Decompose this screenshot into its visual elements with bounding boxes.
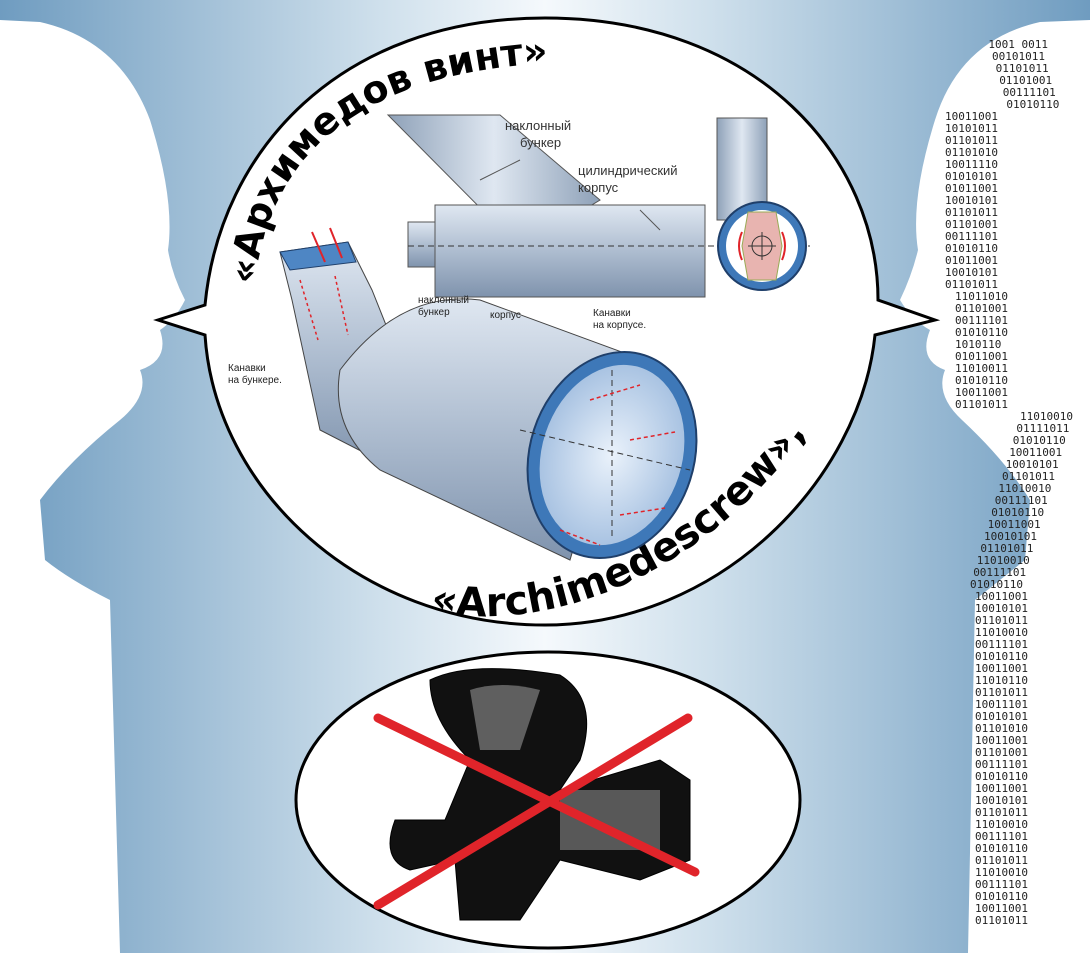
binary-row: 11010010 <box>975 818 1028 831</box>
binary-row: 00111101 <box>995 494 1048 507</box>
binary-row: 01011001 <box>945 182 998 195</box>
binary-row: 10011101 <box>975 698 1028 711</box>
body-tube-3d <box>337 298 698 561</box>
binary-row: 1001 0011 <box>988 38 1048 51</box>
binary-row: 01010110 <box>991 506 1044 519</box>
binary-row: 10011001 <box>945 110 998 123</box>
binary-row: 01101001 <box>945 218 998 231</box>
binary-row: 01101001 <box>999 74 1052 87</box>
binary-row: 01101011 <box>975 686 1028 699</box>
binary-row: 01101011 <box>996 62 1049 75</box>
binary-row: 01010110 <box>955 374 1008 387</box>
binary-row: 10011001 <box>975 734 1028 747</box>
binary-row: 01101011 <box>975 914 1028 927</box>
label-cylindrical-body-line1: цилиндрический <box>578 163 678 178</box>
binary-row: 11010010 <box>1020 410 1073 423</box>
binary-row: 00111101 <box>975 638 1028 651</box>
binary-row: 01101011 <box>945 278 998 291</box>
binary-row: 01101011 <box>945 206 998 219</box>
label-grooves-body-line2: на корпусе. <box>593 320 646 331</box>
binary-row: 01101011 <box>975 614 1028 627</box>
binary-row: 01101011 <box>975 854 1028 867</box>
binary-row: 1010110 <box>955 338 1001 351</box>
binary-row: 01010110 <box>945 242 998 255</box>
binary-row: 01010110 <box>970 578 1023 591</box>
binary-row: 10011110 <box>945 158 998 171</box>
binary-row: 11010010 <box>975 866 1028 879</box>
binary-row: 01011001 <box>945 254 998 267</box>
binary-row: 01011001 <box>955 350 1008 363</box>
binary-row: 01010110 <box>955 326 1008 339</box>
binary-row: 01101011 <box>1002 470 1055 483</box>
label-inclined-hopper-mid-line1: наклонный <box>418 295 469 306</box>
binary-row: 10011001 <box>975 590 1028 603</box>
binary-row: 01101011 <box>945 134 998 147</box>
label-grooves-hopper-line1: Канавки <box>228 363 266 374</box>
binary-row: 01010110 <box>975 770 1028 783</box>
left-face-silhouette <box>0 20 185 953</box>
binary-row: 10010101 <box>975 602 1028 615</box>
binary-row: 10011001 <box>975 902 1028 915</box>
binary-row: 01111011 <box>1016 422 1069 435</box>
binary-row: 00111101 <box>975 758 1028 771</box>
binary-row: 01010101 <box>945 170 998 183</box>
binary-row: 00111101 <box>975 830 1028 843</box>
label-grooves-hopper-line2: на бункере. <box>228 374 282 386</box>
binary-row: 01101011 <box>975 806 1028 819</box>
label-inclined-hopper-mid-line2: бункер <box>418 306 450 318</box>
binary-row: 00111101 <box>973 566 1026 579</box>
binary-row: 01010110 <box>1006 98 1059 111</box>
binary-code-pattern: 1001 00110010101101101011011010010011110… <box>945 38 1073 927</box>
binary-row: 01010101 <box>975 710 1028 723</box>
binary-row: 11010010 <box>975 626 1028 639</box>
binary-row: 01010110 <box>975 842 1028 855</box>
label-inclined-hopper-line1: наклонный <box>505 118 571 133</box>
binary-row: 01010110 <box>975 650 1028 663</box>
binary-row: 01101001 <box>975 746 1028 759</box>
right-face-silhouette <box>900 20 1090 953</box>
label-body: корпус <box>490 310 521 321</box>
binary-row: 01010110 <box>975 890 1028 903</box>
cross-section-view <box>717 201 807 291</box>
binary-row: 00101011 <box>992 50 1045 63</box>
binary-row: 10011001 <box>988 518 1041 531</box>
binary-row: 10010101 <box>1006 458 1059 471</box>
binary-row: 01101010 <box>945 146 998 159</box>
binary-row: 10010101 <box>945 266 998 279</box>
binary-row: 00111101 <box>945 230 998 243</box>
binary-row: 10011001 <box>975 782 1028 795</box>
binary-row: 10101011 <box>945 122 998 135</box>
label-cylindrical-body-line2: корпус <box>578 180 619 195</box>
binary-row: 01101010 <box>975 722 1028 735</box>
binary-row: 10011001 <box>1009 446 1062 459</box>
binary-row: 11011010 <box>955 290 1008 303</box>
binary-row: 11010110 <box>975 674 1028 687</box>
binary-row: 10011001 <box>955 386 1008 399</box>
label-inclined-hopper-line2: бункер <box>520 135 561 150</box>
binary-row: 00111101 <box>955 314 1008 327</box>
binary-row: 10011001 <box>975 662 1028 675</box>
binary-row: 11010011 <box>955 362 1008 375</box>
binary-row: 10010101 <box>984 530 1037 543</box>
binary-row: 11010010 <box>977 554 1030 567</box>
binary-row: 10010101 <box>945 194 998 207</box>
binary-row: 10010101 <box>975 794 1028 807</box>
binary-row: 01010110 <box>1013 434 1066 447</box>
label-grooves-body-line1: Канавки <box>593 308 631 319</box>
binary-row: 01101011 <box>955 398 1008 411</box>
binary-row: 11010010 <box>998 482 1051 495</box>
meat-grinder-crossed-out <box>294 650 802 950</box>
side-view-drawing <box>386 114 810 298</box>
binary-row: 01101001 <box>955 302 1008 315</box>
binary-row: 00111101 <box>1003 86 1056 99</box>
binary-row: 00111101 <box>975 878 1028 891</box>
binary-row: 01101011 <box>980 542 1033 555</box>
